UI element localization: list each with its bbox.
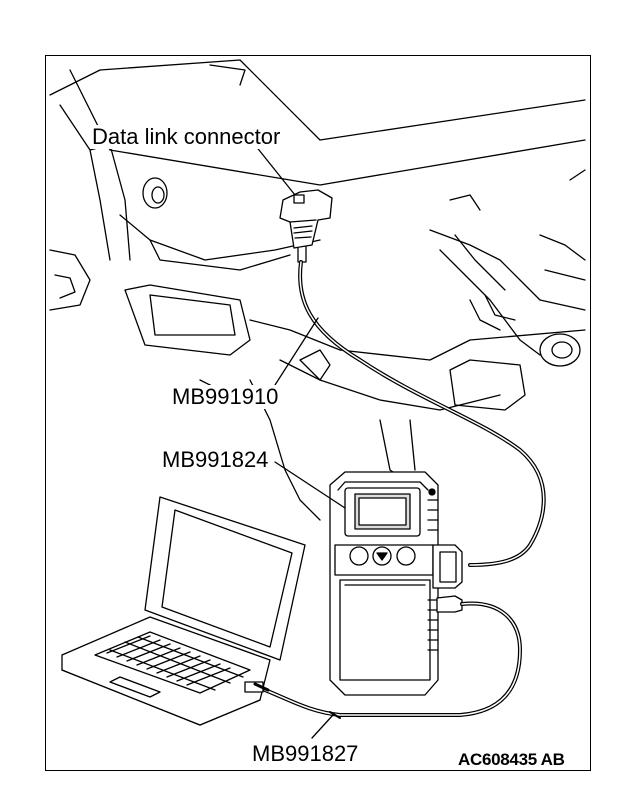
label-mb991910: MB991910 (170, 384, 281, 409)
label-mb991827: MB991827 (250, 741, 361, 766)
figure-id: AC608435 AB (458, 750, 565, 769)
mb991824-device (329, 471, 463, 696)
device-buttons (349, 546, 416, 566)
label-data-link-connector: Data link connector (90, 124, 283, 149)
data-link-connector (279, 189, 333, 263)
dashboard-background (49, 59, 586, 521)
leader-data-link-connector (254, 144, 296, 196)
leader-mb991824 (274, 461, 346, 509)
leader-mb991910 (274, 317, 319, 386)
cable-mb991910 (298, 260, 546, 567)
cable-mb991827 (263, 601, 522, 719)
label-mb991824: MB991824 (160, 447, 271, 472)
laptop (61, 496, 306, 726)
leader-mb991827 (311, 714, 334, 739)
